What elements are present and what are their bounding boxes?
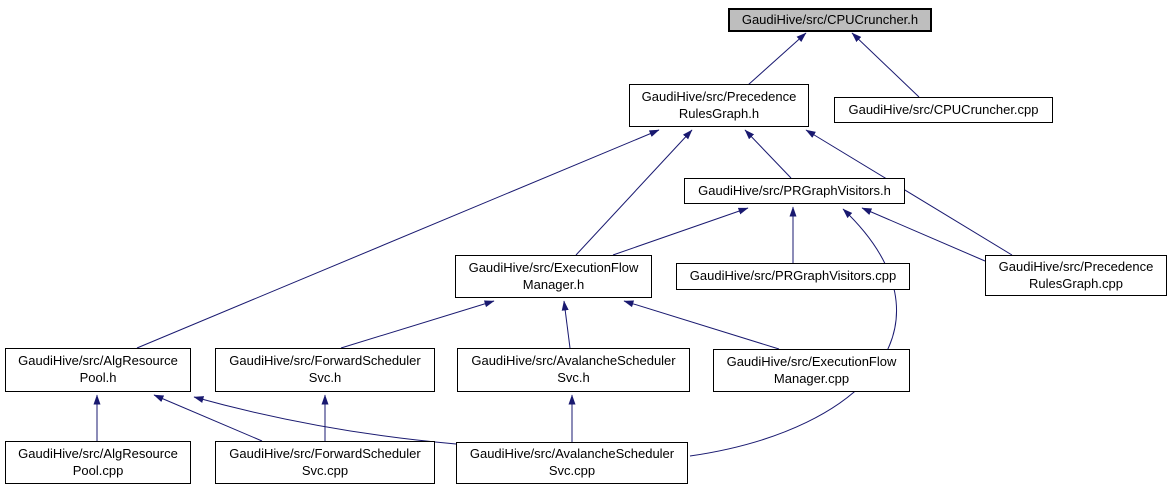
node-label-line: GaudiHive/src/ExecutionFlow [468,259,639,275]
edge-forwardschedulersvc-cpp-to-algresourcepool-h [153,394,263,442]
edge-precedencerulesgraph-h-to-cpucruncher-h [747,32,807,86]
edge-avalancheschedulersvc-h-to-executionflowmanager-h [561,300,571,349]
node-label-line: GaudiHive/src/AlgResource [18,353,178,369]
edge-forwardschedulersvc-h-to-executionflowmanager-h [340,300,495,349]
node-label-line: GaudiHive/src/AvalancheScheduler [469,446,675,462]
edge-prgraphvisitors-h-to-precedencerulesgraph-h [744,129,792,179]
edge-cpucruncher-cpp-to-cpucruncher-h [851,32,920,98]
node-prgraphvisitors-h[interactable]: GaudiHive/src/PRGraphVisitors.h [684,178,905,204]
edge-executionflowmanager-h-to-precedencerulesgraph-h [575,129,693,256]
node-label-line: GaudiHive/src/PRGraphVisitors.h [698,182,891,198]
node-label-line: Svc.h [557,370,590,385]
node-label-line: Pool.cpp [72,462,124,478]
node-label-line: Pool.h [79,370,117,385]
node-label-line: GaudiHive/src/ForwardScheduler [229,445,421,461]
node-label-line: GaudiHive/src/CPUCruncher.h [741,11,919,27]
node-label-line: GaudiHive/src/AvalancheScheduler [471,353,676,369]
edge-precedencerulesgraph-cpp-to-prgraphvisitors-h [861,207,986,262]
edge-algresourcepool-h-to-precedencerulesgraph-h [136,129,660,349]
node-label-line: GaudiHive/src/AlgResource [18,445,178,461]
node-label-line: Svc.cpp [548,463,596,478]
node-label-line: RulesGraph.cpp [1029,275,1123,291]
node-label-line: Svc.cpp [301,462,349,478]
node-cpucruncher-cpp[interactable]: GaudiHive/src/CPUCruncher.cpp [834,97,1053,123]
node-label-line: GaudiHive/src/ExecutionFlow [726,353,897,369]
node-label-line: Manager.h [522,276,585,292]
node-prgraphvisitors-cpp[interactable]: GaudiHive/src/PRGraphVisitors.cpp [676,263,910,290]
edge-executionflowmanager-cpp-to-executionflowmanager-h [623,300,780,350]
edge-precedencerulesgraph-cpp-to-precedencerulesgraph-h [805,129,1013,256]
node-label-line: GaudiHive/src/ForwardScheduler [229,353,421,369]
node-label-line: GaudiHive/src/Precedence [998,258,1154,274]
node-label-line: GaudiHive/src/PRGraphVisitors.cpp [689,268,897,284]
node-label-line: GaudiHive/src/Precedence [641,88,797,104]
node-label-line: Svc.h [308,370,342,385]
node-label-line: RulesGraph.h [678,105,760,121]
edge-executionflowmanager-h-to-prgraphvisitors-h [612,207,749,256]
node-label-line: Manager.cpp [773,370,850,386]
edge-avalancheschedulersvc-cpp-to-algresourcepool-h [193,396,457,445]
node-cpucruncher-h: GaudiHive/src/CPUCruncher.h [728,8,932,32]
node-label-line: GaudiHive/src/CPUCruncher.cpp [848,101,1039,117]
